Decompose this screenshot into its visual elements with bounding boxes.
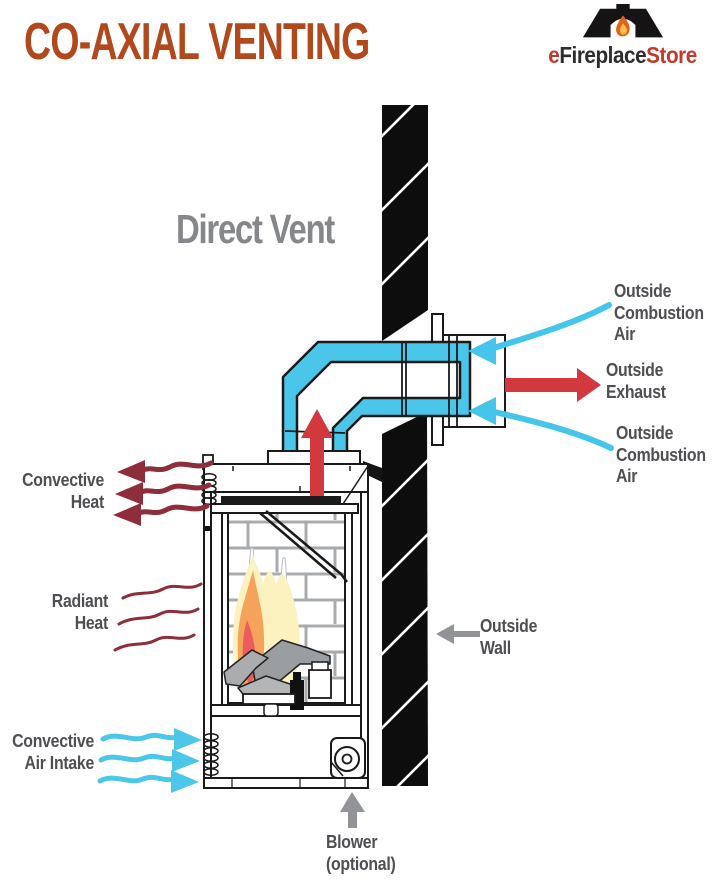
fireplace-unit (201, 450, 369, 789)
burner-details (242, 661, 332, 717)
radiant-heat-waves (113, 582, 203, 652)
outside-wall-pointer-arrow (436, 624, 480, 644)
logo-wordmark: eFireplaceStore (548, 42, 698, 68)
blower-graphic (330, 737, 366, 779)
air-intake-arrows (97, 728, 202, 793)
combustion-air-arrows (468, 302, 614, 451)
blower-pointer-arrow (340, 792, 365, 828)
exhaust-arrows (505, 368, 601, 402)
label-blower-optional: Blower (optional) (326, 832, 396, 874)
label-outside-combustion-air-top: Outside Combustion Air (614, 281, 704, 345)
page-title: CO-AXIAL VENTING (24, 13, 370, 71)
diagram-heading: Direct Vent (176, 206, 335, 252)
label-outside-wall: Outside Wall (480, 616, 538, 658)
convective-heat-arrows (113, 460, 214, 526)
label-convective-heat: Convective Heat (22, 470, 105, 512)
label-radiant-heat: Radiant Heat (51, 591, 109, 633)
label-outside-combustion-air-bottom: Outside Combustion Air (616, 423, 706, 487)
efireplacestore-logo: eFireplaceStore (530, 4, 716, 69)
label-convective-air-intake: Convective Air Intake (12, 731, 94, 773)
outside-wall-graphic (363, 105, 428, 786)
fireplace-logo-icon (582, 4, 664, 38)
flue-up-arrow (301, 409, 333, 496)
label-outside-exhaust: Outside Exhaust (606, 360, 666, 402)
